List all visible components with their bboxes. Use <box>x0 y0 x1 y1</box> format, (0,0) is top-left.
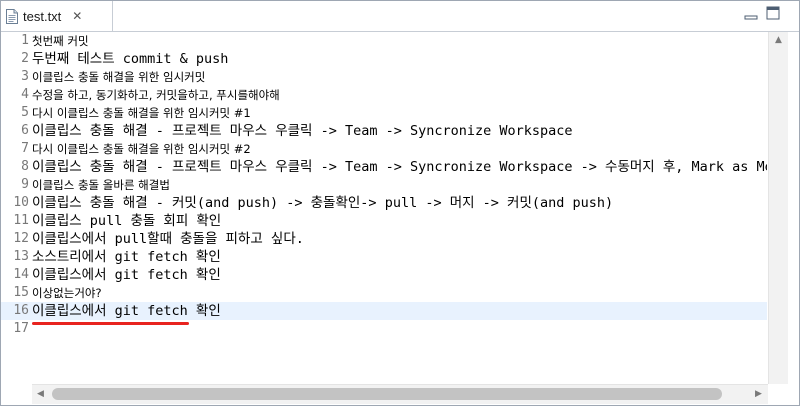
tab-test-txt[interactable]: test.txt ✕ <box>1 1 113 31</box>
line-number: 2 <box>21 51 29 66</box>
line-text: 이상없는거야? <box>32 286 102 300</box>
line-number: 10 <box>13 195 29 210</box>
editor-line: 8 이클립스 충돌 해결 - 프로젝트 마우스 우클릭 -> Team -> S… <box>1 158 767 176</box>
line-text: 이클립스에서 git fetch 확인 <box>32 267 221 283</box>
line-number: 9 <box>21 177 29 192</box>
scroll-right-icon[interactable]: ▶ <box>755 389 762 399</box>
line-number: 8 <box>21 159 29 174</box>
line-number: 17 <box>13 321 29 336</box>
line-number: 13 <box>13 249 29 264</box>
vertical-scrollbar[interactable]: ▲ <box>768 32 788 384</box>
editor-line: 1 첫번째 커밋 <box>1 32 767 50</box>
editor-line: 9 이클립스 충돌 올바른 해결법 <box>1 176 767 194</box>
editor-line: 5 다시 이클립스 충돌 해결을 위한 임시커밋 #1 <box>1 104 767 122</box>
line-text: 소스트리에서 git fetch 확인 <box>32 249 221 265</box>
editor-line: 6 이클립스 충돌 해결 - 프로젝트 마우스 우클릭 -> Team -> S… <box>1 122 767 140</box>
annotation-underline <box>32 322 189 325</box>
editor-line: 12 이클립스에서 pull할때 충돌을 피하고 싶다. <box>1 230 767 248</box>
line-text: 이클립스에서 pull할때 충돌을 피하고 싶다. <box>32 231 304 247</box>
tab-title: test.txt <box>23 8 62 24</box>
editor-line: 2 두번째 테스트 commit & push <box>1 50 767 68</box>
line-number: 11 <box>13 213 29 228</box>
editor-line: 7 다시 이클립스 충돌 해결을 위한 임시커밋 #2 <box>1 140 767 158</box>
line-text: 이클립스 충돌 해결 - 프로젝트 마우스 우클릭 -> Team -> Syn… <box>32 123 573 139</box>
line-number: 16 <box>13 303 29 318</box>
line-number: 5 <box>21 105 29 120</box>
line-number: 15 <box>13 285 29 300</box>
scrollbar-corner <box>768 384 799 405</box>
editor-line: 3 이클립스 충돌 해결을 위한 임시커밋 <box>1 68 767 86</box>
line-text: 이클립스 충돌 올바른 해결법 <box>32 178 170 192</box>
editor-line: 14 이클립스에서 git fetch 확인 <box>1 266 767 284</box>
line-text: 첫번째 커밋 <box>32 34 89 48</box>
line-number: 6 <box>21 123 29 138</box>
scroll-left-icon[interactable]: ◀ <box>37 389 44 399</box>
line-number: 14 <box>13 267 29 282</box>
line-number: 7 <box>21 141 29 156</box>
line-number: 12 <box>13 231 29 246</box>
scroll-up-icon[interactable]: ▲ <box>775 35 782 45</box>
line-number: 3 <box>21 69 29 84</box>
editor-line: 13 소스트리에서 git fetch 확인 <box>1 248 767 266</box>
editor-line: 4 수정을 하고, 동기화하고, 커밋을하고, 푸시를해야해 <box>1 86 767 104</box>
editor-line: 11 이클립스 pull 충돌 회피 확인 <box>1 212 767 230</box>
horizontal-scrollbar[interactable]: ◀ ▶ <box>32 384 768 404</box>
line-text: 이클립스 충돌 해결을 위한 임시커밋 <box>32 70 206 84</box>
current-line: 16 이클립스에서 git fetch 확인 <box>1 302 767 320</box>
gutter-filler <box>1 384 32 405</box>
editor-line: 10 이클립스 충돌 해결 - 커밋(and push) -> 충돌확인-> p… <box>1 194 767 212</box>
text-editor[interactable]: 1 첫번째 커밋 2 두번째 테스트 commit & push 3 이클립스 … <box>1 32 767 382</box>
line-text: 다시 이클립스 충돌 해결을 위한 임시커밋 #2 <box>32 142 251 156</box>
line-text: 이클립스 충돌 해결 - 커밋(and push) -> 충돌확인-> pull… <box>32 195 614 211</box>
line-text: 이클립스 pull 충돌 회피 확인 <box>32 213 222 229</box>
line-text: 수정을 하고, 동기화하고, 커밋을하고, 푸시를해야해 <box>32 88 280 102</box>
line-text: 두번째 테스트 commit & push <box>32 51 229 67</box>
editor-tab-bar: test.txt ✕ <box>1 1 799 32</box>
horizontal-scroll-thumb[interactable] <box>52 388 722 400</box>
line-number: 4 <box>21 87 29 102</box>
line-text: 이클립스에서 git fetch 확인 <box>32 303 221 319</box>
minimize-icon[interactable] <box>742 4 760 22</box>
line-text: 이클립스 충돌 해결 - 프로젝트 마우스 우클릭 -> Team -> Syn… <box>32 159 767 175</box>
editor-line: 15 이상없는거야? <box>1 284 767 302</box>
maximize-icon[interactable] <box>764 4 782 22</box>
close-tab-icon[interactable]: ✕ <box>72 9 83 23</box>
line-number: 1 <box>21 33 29 48</box>
editor-line: 17 <box>1 320 767 338</box>
line-text: 다시 이클립스 충돌 해결을 위한 임시커밋 #1 <box>32 106 251 120</box>
text-file-icon <box>6 8 18 24</box>
